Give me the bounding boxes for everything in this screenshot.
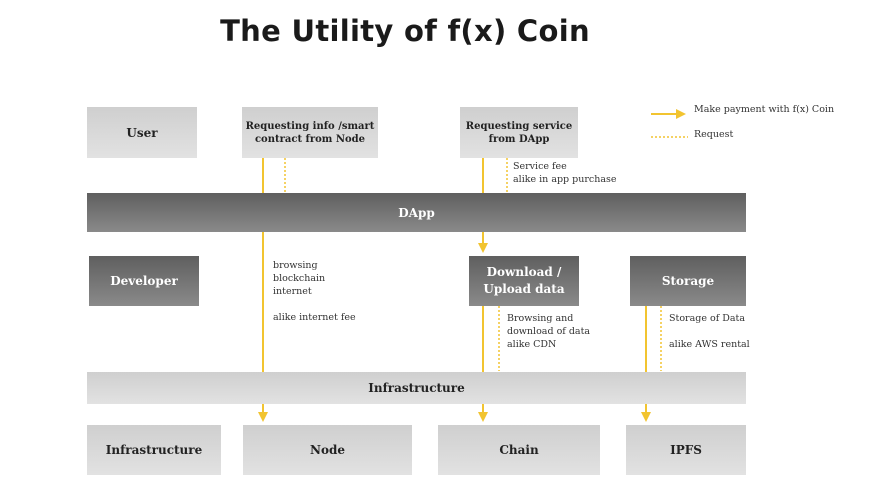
service-fee-line1: Service fee	[513, 161, 567, 172]
storage-note-line2: alike AWS rental	[669, 339, 750, 350]
browsing-line4: alike internet fee	[273, 312, 356, 323]
browsing-line2: blockchain	[273, 273, 326, 284]
download-upload-box: Download / Upload data	[469, 256, 579, 306]
cdn-line3: alike CDN	[507, 339, 557, 350]
cdn-line2: download of data	[507, 326, 591, 337]
service-fee-note: Service fee alike in app purchase	[513, 160, 617, 186]
ipfs-box: IPFS	[626, 425, 746, 475]
legend-request-label: Request	[694, 129, 734, 140]
storage-note-line1: Storage of Data	[669, 313, 745, 324]
cdn-note: Browsing and download of data alike CDN	[507, 312, 590, 351]
dapp-label: DApp	[398, 205, 435, 220]
user-box: User	[87, 107, 197, 158]
dapp-bar: DApp	[87, 193, 746, 232]
requesting-info-line1: Requesting info /smart	[245, 120, 375, 132]
developer-label: Developer	[110, 274, 178, 288]
infrastructure-box: Infrastructure	[87, 425, 221, 475]
infrastructure-bar-label: Infrastructure	[368, 381, 465, 395]
requesting-service-line2: from DApp	[488, 133, 550, 145]
node-box: Node	[243, 425, 412, 475]
chain-label: Chain	[499, 443, 539, 457]
storage-note: Storage of Data alike AWS rental	[669, 312, 750, 351]
cdn-line1: Browsing and	[507, 313, 574, 324]
download-line1: Download /	[486, 265, 562, 279]
chain-box: Chain	[438, 425, 600, 475]
diagram-title: The Utility of f(x) Coin	[220, 14, 590, 48]
requesting-service-line1: Requesting service	[465, 120, 573, 132]
requesting-info-box: Requesting info /smart contract from Nod…	[242, 107, 378, 158]
developer-box: Developer	[89, 256, 199, 306]
service-fee-line2: alike in app purchase	[513, 174, 617, 185]
node-label: Node	[310, 443, 345, 457]
browsing-line3: internet	[273, 286, 312, 297]
legend-payment-label: Make payment with f(x) Coin	[694, 104, 835, 115]
user-label: User	[126, 125, 158, 140]
browsing-note: browsing blockchain internet alike inter…	[273, 259, 356, 324]
storage-box: Storage	[630, 256, 746, 306]
browsing-line1: browsing	[273, 260, 318, 271]
requesting-info-line2: contract from Node	[254, 133, 366, 145]
infrastructure-bar: Infrastructure	[87, 372, 746, 404]
ipfs-label: IPFS	[670, 443, 702, 457]
download-line2: Upload data	[483, 282, 565, 296]
storage-label: Storage	[661, 274, 715, 288]
infrastructure-label: Infrastructure	[105, 443, 203, 457]
requesting-service-box: Requesting service from DApp	[460, 107, 578, 158]
